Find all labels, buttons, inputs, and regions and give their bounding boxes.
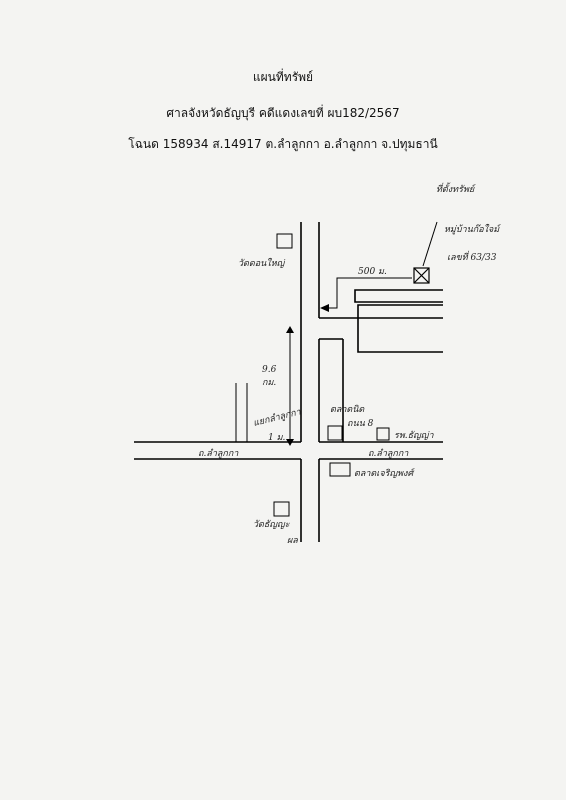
temple-south-label-2: ผล [287, 536, 298, 546]
hospital-marker [376, 427, 390, 441]
court-case-line: ศาลจังหวัดธัญบุรี คดีแดงเลขที่ ผบ182/256… [166, 106, 400, 120]
temple-north-marker [276, 233, 293, 249]
temple-south-marker [273, 501, 290, 517]
road-label-west: ถ.ลำลูกกา [198, 448, 239, 459]
soi-edge [354, 289, 443, 303]
junction-label-line-2: 1 ม. [268, 433, 286, 443]
property-label-line-2: หมู่บ้านก๊อใจม์ [444, 223, 501, 235]
school-label: ตลาดเจริญพงศ์ [354, 468, 415, 479]
deed-info-line: โฉนด 158934 ส.14917 ต.ลำลูกกา อ.ลำลูกกา … [128, 137, 438, 151]
property-pointer [422, 221, 438, 267]
distance-east-label: 500 ม. [358, 267, 387, 277]
temple-north-label: วัดดอนใหญ่ [238, 257, 286, 269]
property-marker-icon [413, 267, 430, 284]
hospital-label: รพ.ธัญญ่า [394, 430, 434, 441]
school-marker [329, 462, 351, 477]
distance-arrowhead [286, 326, 294, 333]
market-marker [327, 425, 343, 441]
distance-arrowhead [286, 439, 294, 446]
property-label-line-1: ที่ตั้งทรัพย์ [436, 182, 476, 195]
block-edge [357, 304, 443, 353]
market-label-line-1: ตลาดนิด [330, 404, 365, 415]
map-title: แผนที่ทรัพย์ [252, 70, 314, 84]
property-label-line-3: เลขที่ 63/33 [447, 250, 497, 263]
route-line [325, 277, 412, 309]
road-label-east: ถ.ลำลูกกา [368, 448, 409, 459]
junction-label-line-1: แยกลำลูกกา [252, 406, 303, 429]
temple-south-label-1: วัดธัญญะ [253, 519, 291, 530]
distance-south-value: 9.6 [262, 365, 277, 375]
distance-south-unit: กม. [262, 378, 276, 388]
market-label-line-2: ถนน 8 [347, 419, 374, 429]
route-arrowhead [320, 304, 329, 312]
